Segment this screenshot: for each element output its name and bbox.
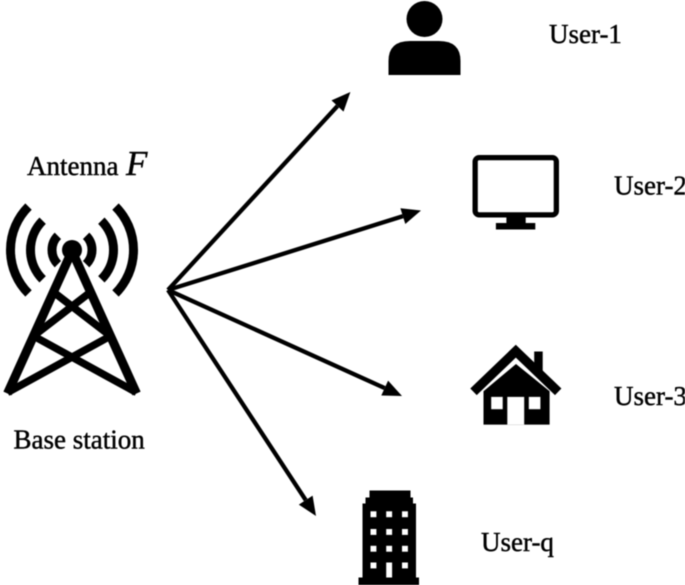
- svg-text:User-2: User-2: [614, 171, 685, 201]
- svg-text:Base station: Base station: [14, 425, 146, 455]
- svg-text:User-3: User-3: [614, 381, 685, 411]
- svg-text:User-q: User-q: [481, 527, 554, 557]
- svg-text:Antenna: Antenna: [27, 151, 118, 181]
- svg-text:User-1: User-1: [549, 19, 622, 49]
- svg-text:F: F: [125, 144, 148, 183]
